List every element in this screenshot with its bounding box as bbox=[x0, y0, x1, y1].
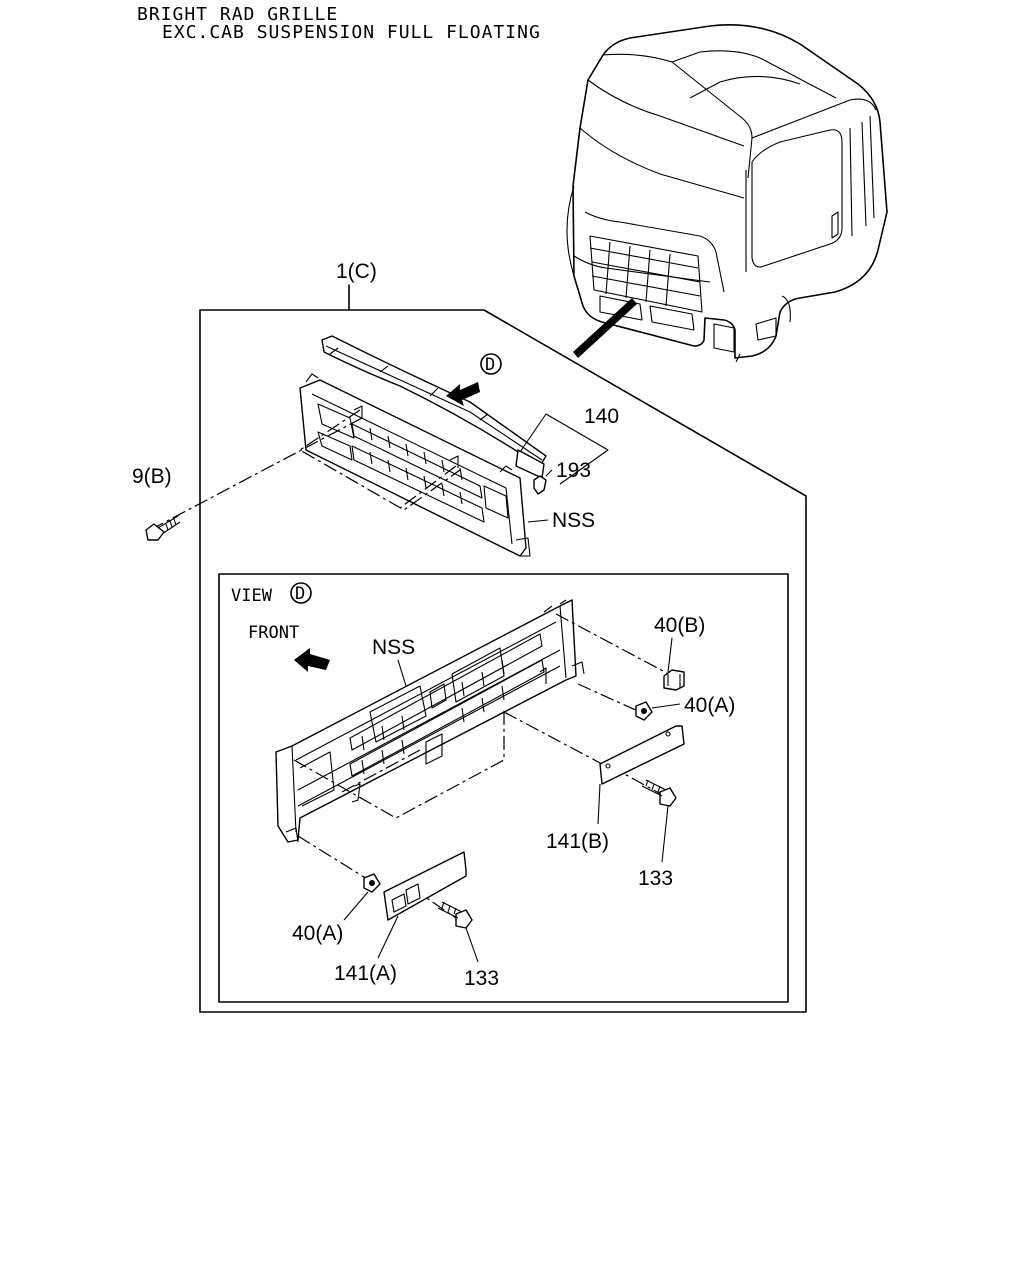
callout-nss-top: NSS bbox=[552, 509, 595, 532]
callout-133-right: 133 bbox=[638, 867, 673, 890]
view-title-marker: D bbox=[295, 584, 305, 604]
callout-133-left: 133 bbox=[464, 967, 499, 990]
callout-140-bracket bbox=[519, 413, 609, 485]
front-arrow-icon bbox=[294, 648, 330, 672]
callout-141a: 141(A) bbox=[334, 962, 397, 985]
callout-40a-left: 40(A) bbox=[292, 922, 343, 945]
callout-nss-view: NSS bbox=[372, 636, 415, 659]
diagram-subtitle: EXC.CAB SUSPENSION FULL FLOATING bbox=[162, 22, 541, 43]
callout-193: 193 bbox=[556, 459, 591, 482]
assembly-label: 1(C) bbox=[336, 260, 377, 283]
nut-40a-left-hole bbox=[369, 880, 375, 886]
grille-assembly-exploded bbox=[149, 335, 547, 557]
callout-140: 140 bbox=[584, 405, 619, 428]
callout-9b: 9(B) bbox=[132, 465, 172, 488]
direction-arrow-d bbox=[446, 382, 480, 406]
bracket-141a bbox=[383, 851, 467, 921]
clip-icon bbox=[533, 475, 547, 495]
truck-cab-illustration bbox=[566, 24, 888, 363]
callout-141b: 141(B) bbox=[546, 830, 609, 853]
view-d-panel-marker-circle bbox=[290, 582, 312, 604]
screw-9b-icon bbox=[145, 515, 181, 541]
view-d-marker: D bbox=[485, 355, 495, 375]
bracket-141b bbox=[599, 725, 685, 785]
nut-40a-right-hole bbox=[641, 708, 647, 714]
view-title: VIEW bbox=[231, 586, 273, 606]
assembly-boundary bbox=[199, 309, 807, 1013]
view-d-panel bbox=[218, 573, 789, 1003]
screw-133-right-icon bbox=[641, 779, 677, 863]
screw-133-left-icon bbox=[437, 901, 479, 963]
clip-40b-icon bbox=[663, 669, 685, 691]
callout-40a-right: 40(A) bbox=[684, 694, 735, 717]
callout-40b: 40(B) bbox=[654, 614, 705, 637]
view-d-marker-circle bbox=[480, 353, 502, 375]
front-label: FRONT bbox=[248, 623, 299, 643]
diagram-title: BRIGHT RAD GRILLE bbox=[137, 4, 339, 25]
